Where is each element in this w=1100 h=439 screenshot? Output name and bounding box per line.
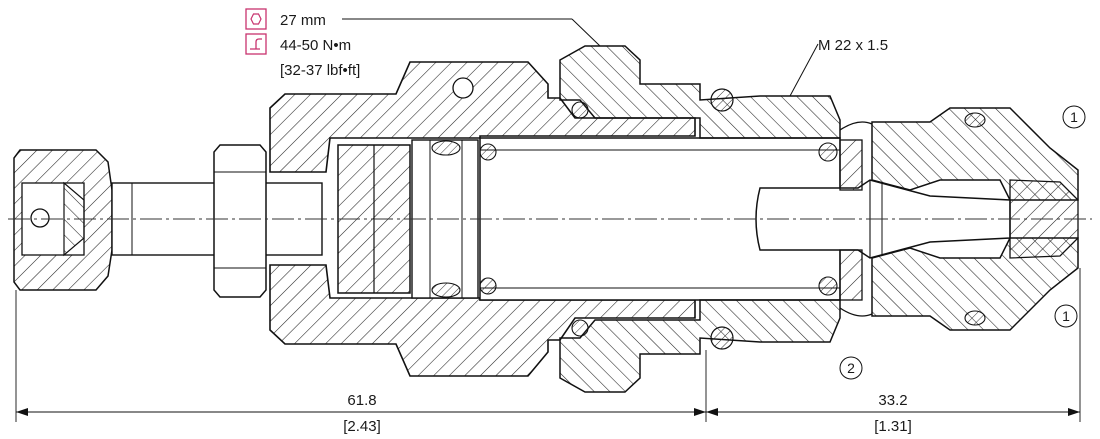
torque-nm-label: 44-50 N•m (280, 37, 351, 54)
thread-leader (789, 43, 819, 97)
adjuster-cap (13, 149, 113, 291)
hex-leader-diag (571, 18, 601, 47)
dim-left-in: [2.43] (343, 418, 381, 435)
balloon-2-label: 2 (847, 360, 855, 376)
thread-callout: M 22 x 1.5 (818, 37, 888, 54)
fitting-nut (559, 45, 841, 393)
torque-wrench-icon (245, 33, 267, 55)
dim-right-mm: 33.2 (878, 392, 907, 409)
lock-nut (213, 144, 267, 298)
dimension-lines (15, 268, 1081, 422)
hex-wrench-icon (245, 8, 267, 30)
torque-lbf-label: [32-37 lbf•ft] (280, 62, 360, 79)
balloon-1-bottom: 1 (1054, 304, 1078, 328)
seat-ring (839, 139, 863, 301)
balloon-2: 2 (839, 356, 863, 380)
balloon-1-top: 1 (1062, 105, 1086, 129)
balloon-1-bottom-label: 1 (1062, 308, 1070, 324)
hex-size-label: 27 mm (280, 12, 326, 29)
dim-left-mm: 61.8 (347, 392, 376, 409)
balloon-1-top-label: 1 (1070, 109, 1078, 125)
dim-right-in: [1.31] (874, 418, 912, 435)
